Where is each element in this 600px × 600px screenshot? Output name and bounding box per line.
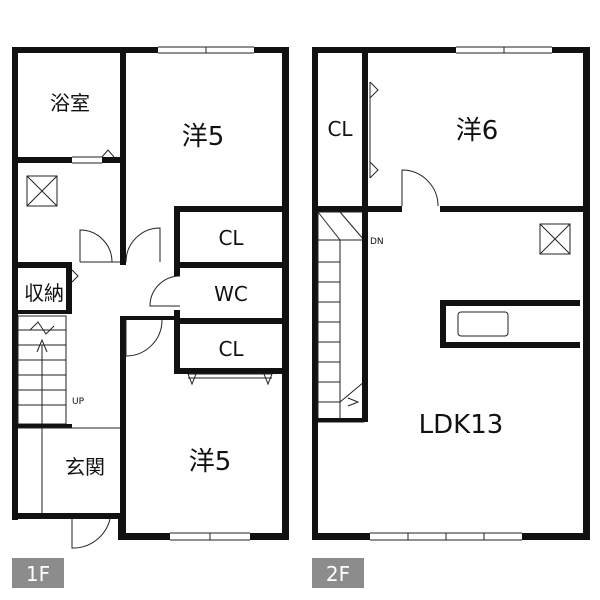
stairs-2f [317, 211, 365, 423]
wall-1f-left [12, 47, 18, 520]
wall-cl2-bottom [174, 368, 289, 374]
wall-2f-right [583, 47, 590, 540]
room-label-western-2f: 洋6 [456, 116, 499, 146]
room-label-toilet: WC [214, 282, 248, 306]
wall-1f-mid-upper [120, 47, 126, 265]
room-label-western-top: 洋5 [182, 122, 225, 152]
stair-label-up: UP [72, 397, 85, 407]
wall-wc-top [174, 262, 289, 268]
floor-1f: 浴室 収納 玄関 洋5 CL WC CL 洋5 UP [12, 46, 289, 549]
wall-wash-bottom [12, 262, 72, 268]
wall-1f-top [12, 47, 289, 53]
floor-badge-2f-label: 2F [326, 562, 350, 586]
ventilation-icon-2f [539, 223, 571, 255]
closet-bifold-doors [187, 373, 273, 386]
wall-bath-bottom [12, 157, 126, 163]
room-label-bath: 浴室 [50, 91, 90, 115]
room-label-ldk: LDK13 [419, 410, 504, 440]
room-label-closet-top: CL [218, 226, 244, 250]
floor-badge-2f: 2F [312, 558, 364, 588]
door-swing-western-bottom [125, 319, 163, 357]
wall-2f-mid [312, 206, 590, 212]
wall-storage-bottom [12, 310, 72, 314]
entrance-door[interactable] [71, 518, 111, 549]
room-label-closet-bottom: CL [218, 337, 244, 361]
wall-2f-top [312, 47, 590, 53]
door-swing-western-top [125, 227, 161, 263]
room-label-closet-2f: CL [327, 117, 353, 141]
wall-cl-top [174, 206, 289, 212]
floor-2f: CL 洋6 LDK13 DN [312, 46, 590, 541]
wall-1f-right [282, 47, 289, 540]
room-label-storage: 収納 [24, 281, 64, 305]
wall-2f-cl-right [362, 47, 368, 212]
floor-badge-1f: 1F [12, 558, 64, 588]
door-swing-bedroom-2f [401, 169, 439, 207]
room-label-western-bottom: 洋5 [189, 447, 232, 477]
wall-1f-bottom-left [12, 513, 122, 519]
wall-1f-mid-lower [120, 316, 126, 540]
room-label-entrance: 玄関 [65, 455, 105, 479]
floor-badge-1f-label: 1F [26, 562, 50, 586]
stair-label-dn: DN [370, 237, 384, 247]
wall-cl-left [174, 206, 180, 266]
wall-2f-stairs-right [362, 212, 368, 422]
wall-stairs-bottom [12, 424, 72, 428]
wall-cl2-left [174, 310, 180, 372]
wall-storage-right [66, 268, 72, 313]
stairs-1f [17, 315, 67, 425]
ventilation-icon [26, 175, 58, 207]
wall-wc-bottom [174, 318, 289, 324]
kitchen-counter [440, 300, 580, 348]
wall-2f-left [312, 47, 318, 540]
door-swing-wc [149, 275, 181, 307]
door-swing-wash [79, 229, 120, 263]
